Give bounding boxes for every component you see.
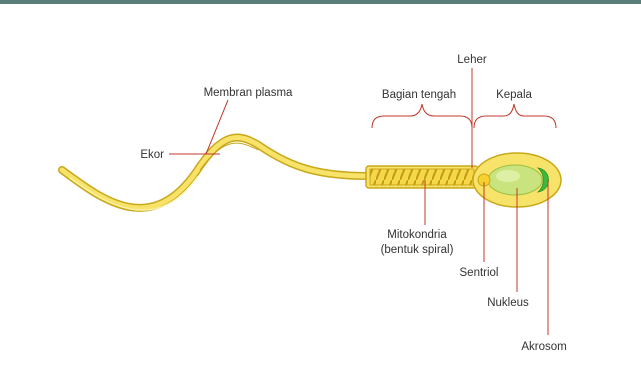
- label-mitochondria-shape: (bentuk spiral): [381, 244, 454, 256]
- midpiece-bracket: [372, 104, 472, 128]
- label-neck: Leher: [457, 54, 487, 66]
- label-centriole: Sentriol: [460, 267, 499, 279]
- top-rule: [0, 0, 641, 4]
- head-bracket: [474, 104, 556, 128]
- label-tail: Ekor: [140, 149, 164, 161]
- label-nucleus: Nukleus: [487, 297, 529, 309]
- label-midpiece: Bagian tengah: [382, 89, 456, 101]
- label-membrane: Membran plasma: [204, 87, 293, 99]
- label-head: Kepala: [496, 89, 532, 101]
- tail: [62, 138, 368, 211]
- midpiece: [366, 166, 478, 188]
- label-acrosome: Akrosom: [521, 341, 566, 353]
- label-mitochondria: Mitokondria: [387, 229, 447, 241]
